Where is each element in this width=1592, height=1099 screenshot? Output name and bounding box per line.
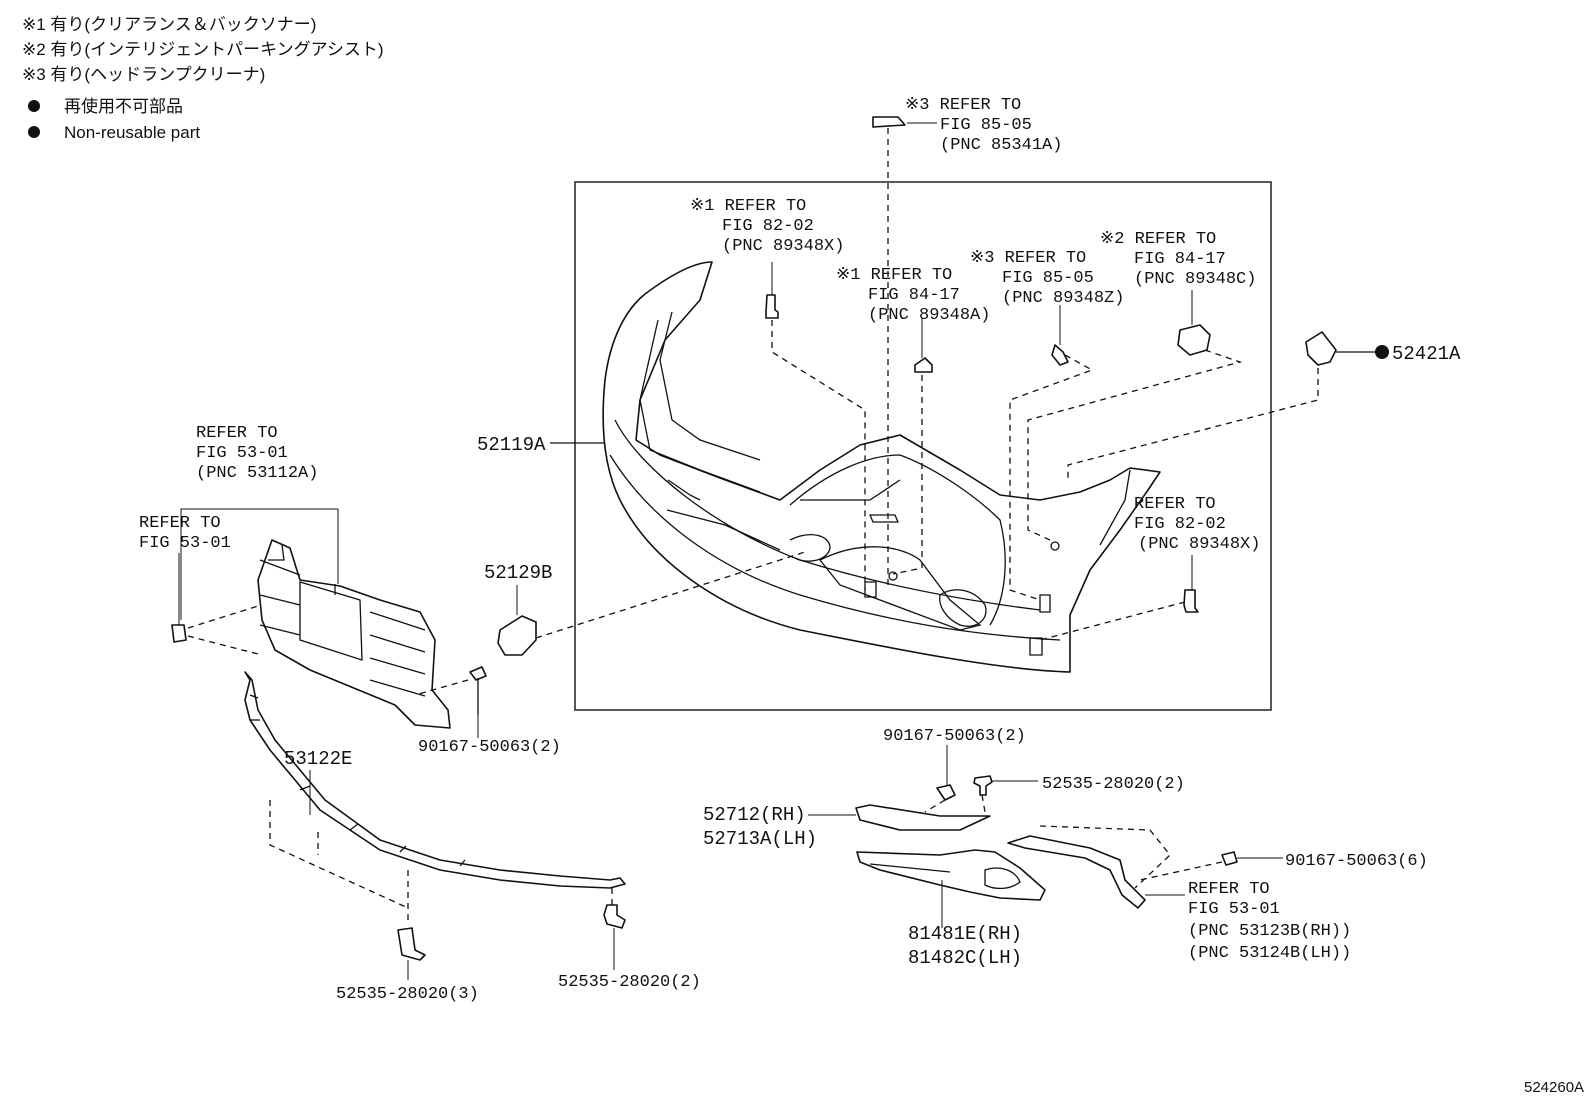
part-number-fog-rh: 81481E(RH) xyxy=(908,923,1022,945)
dashed-leader xyxy=(187,605,259,629)
bolt-icon xyxy=(469,666,487,681)
ref-53123B: REFER TO FIG 53-01 (PNC 53123B(RH)) (PNC… xyxy=(1145,880,1351,963)
clip-52535-left xyxy=(397,927,426,961)
part-number-fog-lh: 81482C(LH) xyxy=(908,947,1022,969)
ref-line: FIG 53-01 xyxy=(139,534,231,553)
ref-line: (PNC 85341A) xyxy=(940,136,1062,155)
bullet-icon xyxy=(28,100,40,112)
ref-line: ※3 REFER TO xyxy=(970,249,1086,268)
ref-line: FIG 85-05 xyxy=(940,116,1032,135)
dashed-leader xyxy=(1139,861,1223,881)
ref-line: ※3 REFER TO xyxy=(905,96,1021,115)
ref-89348A: ※1 REFER TO FIG 84-17 (PNC 89348A) xyxy=(836,266,990,325)
legend: ※1 有り(クリアランス＆バックソナー) ※2 有り(インテリジェントパーキング… xyxy=(22,15,384,142)
legend-note-3: ※3 有り(ヘッドランプクリーナ) xyxy=(22,65,265,84)
ref-line: (PNC 53123B(RH)) xyxy=(1188,922,1351,941)
ref-line: FIG 84-17 xyxy=(1134,250,1226,269)
ref-line: FIG 84-17 xyxy=(868,286,960,305)
ref-89348X-right: REFER TO FIG 82-02 (PNC 89348X) xyxy=(1134,495,1260,554)
ref-line: ※2 REFER TO xyxy=(1100,230,1216,249)
sensor-clip-89348X-right xyxy=(1183,589,1199,613)
ref-line: FIG 53-01 xyxy=(1188,900,1280,919)
sensor-clip-89348X xyxy=(765,294,779,319)
dashed-leader xyxy=(1039,601,1186,641)
part-number-bolt-trim: 90167-50063(2) xyxy=(883,727,1026,746)
towing-hook-cover-52129B xyxy=(497,615,537,656)
bumper-cap-52421A xyxy=(1305,331,1337,366)
legend-note-2: ※2 有り(インテリジェントパーキングアシスト) xyxy=(22,40,384,59)
ref-53-01-left: REFER TO FIG 53-01 xyxy=(139,514,231,553)
lower-molding-53122E xyxy=(244,671,626,889)
ref-line: ※1 REFER TO xyxy=(836,266,952,285)
part-number-trim-rh: 52712(RH) xyxy=(703,804,806,826)
dashed-leader xyxy=(771,320,866,590)
part-number-52119A: 52119A xyxy=(477,434,546,456)
bullet-icon xyxy=(28,126,40,138)
bolt-icon xyxy=(1221,851,1238,866)
part-number-clip-right: 52535-28020(2) xyxy=(558,973,701,992)
bumper-assembly-frame xyxy=(574,181,1272,711)
ref-line: REFER TO xyxy=(139,514,221,533)
ref-line: FIG 85-05 xyxy=(1002,269,1094,288)
ref-line: (PNC 89348X) xyxy=(722,237,844,256)
washer-nozzle-cap xyxy=(872,116,906,128)
front-bumper-cover-52119A xyxy=(602,261,1161,673)
ref-line: ※1 REFER TO xyxy=(690,197,806,216)
grille-clip xyxy=(171,624,187,643)
ref-line: REFER TO xyxy=(1134,495,1216,514)
non-reusable-bullet-icon xyxy=(1375,345,1389,359)
part-number-clip-trim: 52535-28020(2) xyxy=(1042,775,1185,794)
ref-line: (PNC 89348Z) xyxy=(1002,289,1124,308)
fog-lamp-cover-81481E xyxy=(856,849,1046,901)
ref-line: REFER TO xyxy=(196,424,278,443)
ref-line: (PNC 89348X) xyxy=(1138,535,1260,554)
front-grille-53112A xyxy=(257,539,451,729)
dashed-leader xyxy=(269,800,409,909)
ref-85341A: ※3 REFER TO FIG 85-05 (PNC 85341A) xyxy=(905,96,1062,155)
garnish-52712 xyxy=(855,804,991,831)
ref-line: FIG 82-02 xyxy=(722,217,814,236)
dashed-leader xyxy=(187,635,259,655)
ref-89348X-top: ※1 REFER TO FIG 82-02 (PNC 89348X) xyxy=(690,197,844,256)
dashed-leader xyxy=(924,799,946,813)
ref-line: (PNC 53124B(LH)) xyxy=(1188,944,1351,963)
ref-line: (PNC 89348A) xyxy=(868,306,990,325)
dashed-leader xyxy=(1067,368,1319,480)
clip-52535-right xyxy=(603,904,626,929)
part-number-52129B: 52129B xyxy=(484,562,552,584)
part-number-52421A: 52421A xyxy=(1392,343,1461,365)
part-number-clip-left: 52535-28020(3) xyxy=(336,985,479,1004)
part-number-53122E: 53122E xyxy=(284,748,352,770)
legend-bullet-en: Non-reusable part xyxy=(64,123,200,142)
part-number-bolt-side: 90167-50063(6) xyxy=(1285,852,1428,871)
ref-line: FIG 53-01 xyxy=(196,444,288,463)
dashed-leader xyxy=(892,375,923,575)
ref-89348Z: ※3 REFER TO FIG 85-05 (PNC 89348Z) xyxy=(970,249,1124,308)
ref-line: REFER TO xyxy=(1188,880,1270,899)
part-number-bolt-grille: 90167-50063(2) xyxy=(418,738,561,757)
figure-id: 524260A xyxy=(1524,1079,1584,1096)
legend-note-1: ※1 有り(クリアランス＆バックソナー) xyxy=(22,15,316,34)
ref-53112A: REFER TO FIG 53-01 (PNC 53112A) xyxy=(196,424,318,483)
ref-line: (PNC 53112A) xyxy=(196,464,318,483)
clip-icon xyxy=(973,775,993,796)
ref-line: (PNC 89348C) xyxy=(1134,270,1256,289)
ref-line: FIG 82-02 xyxy=(1134,515,1226,534)
dashed-leader xyxy=(535,551,806,639)
ref-89348C: ※2 REFER TO FIG 84-17 (PNC 89348C) xyxy=(1100,230,1256,289)
bracket-line xyxy=(180,508,339,620)
sensor-89348A xyxy=(914,357,933,373)
bolt-icon xyxy=(936,784,956,801)
dashed-leader xyxy=(981,794,986,813)
dashed-leader xyxy=(1027,349,1243,541)
sensor-clip-89348Z xyxy=(1051,344,1069,366)
dashed-leader xyxy=(1039,825,1171,889)
legend-bullet-jp: 再使用不可部品 xyxy=(64,96,183,116)
dashed-leader xyxy=(414,679,469,696)
part-number-trim-lh: 52713A(LH) xyxy=(703,828,817,850)
side-molding-53123B xyxy=(1007,835,1146,909)
